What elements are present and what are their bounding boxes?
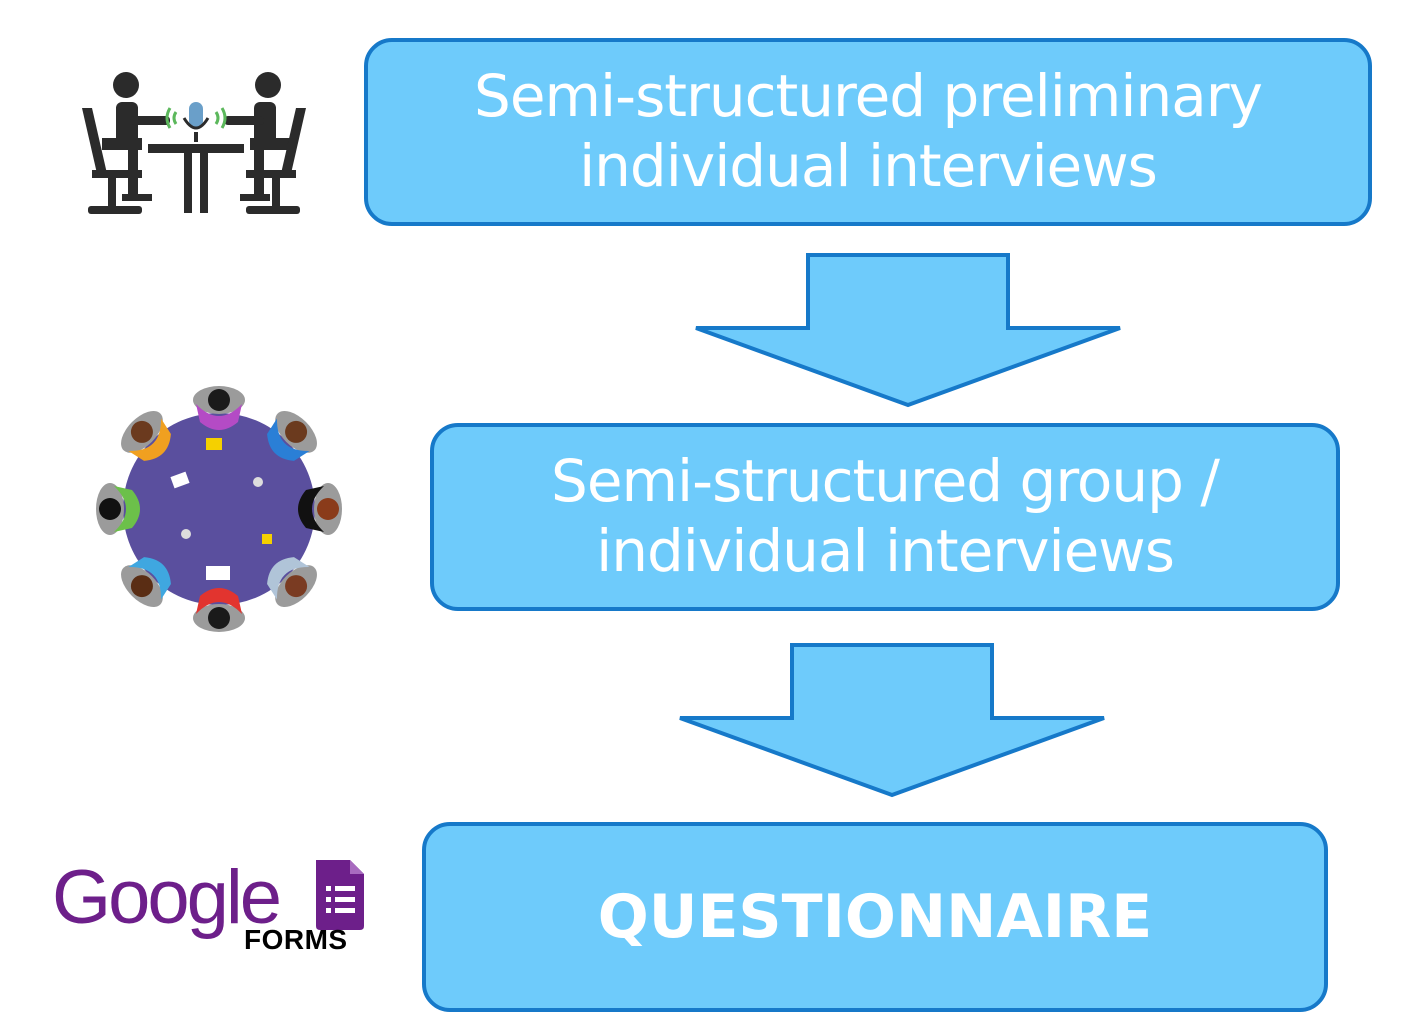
step-3-box: QUESTIONNAIRE (422, 822, 1328, 1012)
step-3-label: QUESTIONNAIRE (597, 882, 1153, 952)
step-2-line-1: Semi-structured group / (551, 447, 1220, 516)
forms-document-icon (316, 860, 364, 930)
down-arrow-2 (679, 643, 1105, 798)
step-2-box: Semi-structured group / individual inter… (430, 423, 1340, 611)
step-2-line-2: individual interviews (596, 517, 1175, 585)
down-arrow-1 (695, 253, 1121, 408)
step-1-line-2: individual interviews (579, 132, 1158, 200)
round-table-meeting-icon (96, 386, 342, 632)
step-1-line-1: Semi-structured preliminary (474, 62, 1263, 131)
google-forms-logo: Google FORMS (52, 860, 382, 970)
step-1-box: Semi-structured preliminary individual i… (364, 38, 1372, 226)
interview-icon (82, 72, 306, 214)
forms-wordmark: FORMS (244, 924, 348, 955)
google-wordmark: Google (52, 855, 282, 940)
